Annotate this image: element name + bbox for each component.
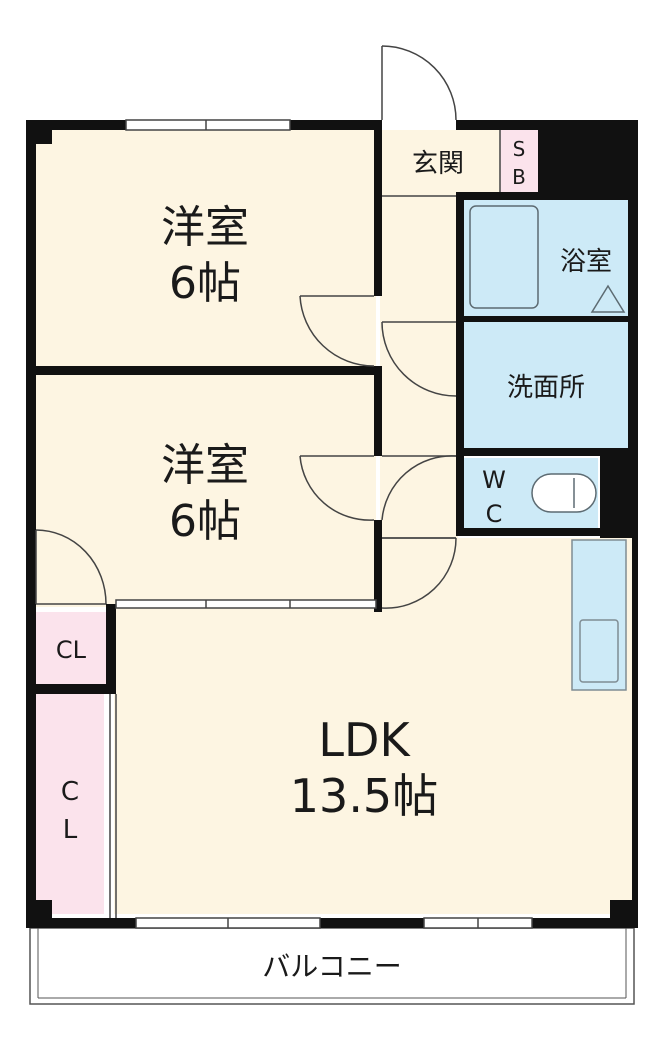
bathroom-label: 浴室: [560, 247, 612, 277]
ldk-size: 13.5帖: [290, 769, 438, 823]
washroom-label: 洗面所: [507, 373, 585, 403]
entrance-floor: [380, 130, 500, 194]
western-room-2-size: 6帖: [169, 496, 241, 547]
closet-2-area: [36, 694, 104, 914]
windows: [115, 119, 533, 929]
toilet-label-2: C: [486, 500, 503, 528]
walls: [26, 120, 638, 928]
toilet-icon: [531, 473, 597, 513]
western-room-1-floor: [36, 130, 376, 368]
shoe-box-area: [500, 130, 538, 192]
balcony-label: バルコニー: [262, 950, 401, 983]
closet-2-label-1: C: [61, 777, 79, 807]
ldk-label: LDK: [318, 713, 411, 767]
door-swings: [35, 45, 457, 609]
shoe-box-label-2: B: [512, 165, 526, 189]
closet-2-label-2: L: [63, 815, 78, 845]
toilet-label-1: W: [482, 466, 506, 494]
hallway-floor: [380, 130, 458, 608]
washroom-area: [460, 322, 630, 450]
balcony-area: [29, 927, 635, 1005]
western-room-1-label: 洋室: [161, 202, 249, 253]
entrance-label: 玄関: [412, 149, 464, 179]
shoe-box-label-1: S: [513, 137, 526, 161]
western-room-1-size: 6帖: [169, 258, 241, 309]
bathtub-icon: [469, 205, 539, 309]
western-room-2-label: 洋室: [161, 440, 249, 491]
closet-1-label: CL: [56, 636, 87, 664]
entrance-door-arc: [381, 45, 457, 121]
drain-triangle-icon: [590, 284, 626, 313]
closet-1-area: [36, 612, 106, 686]
sink-icon: [579, 619, 619, 683]
